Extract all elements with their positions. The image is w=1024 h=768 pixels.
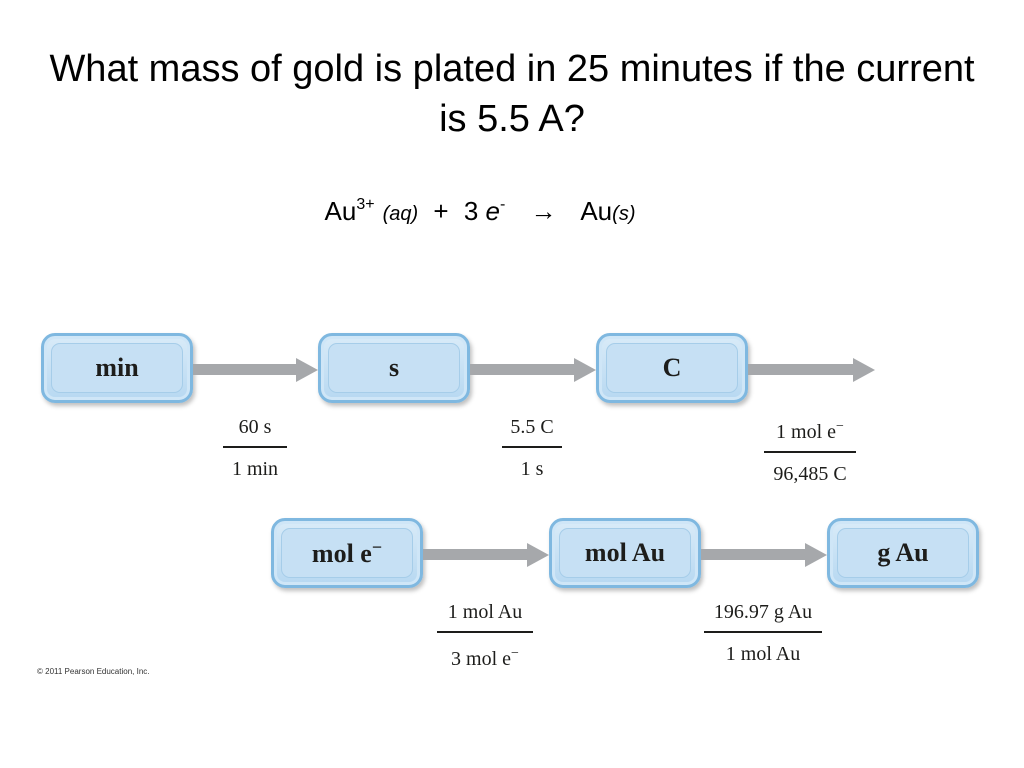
conversion-factor-mol-e-to-mol-au: 1 mol Au 3 mol e− — [410, 599, 560, 672]
flow-box-g-au: g Au — [827, 518, 979, 588]
flow-box-label-sup: − — [371, 537, 383, 557]
conversion-factor-min-to-s: 60 s 1 min — [180, 414, 330, 482]
factor-denominator-sup: − — [511, 645, 519, 661]
factor-denominator: 3 mol e — [451, 647, 512, 670]
flow-box-mol-e: mol e− — [271, 518, 423, 588]
conversion-factor-mol-au-to-g-au: 196.97 g Au 1 mol Au — [688, 599, 838, 667]
factor-denominator: 1 min — [231, 457, 279, 480]
electron-charge: - — [499, 196, 506, 213]
reactant-state: (aq) — [382, 203, 419, 225]
factor-numerator: 1 mol e — [776, 421, 837, 443]
flow-arrow — [193, 358, 318, 382]
plus-sign: + — [433, 196, 449, 226]
flow-arrow — [470, 358, 596, 382]
flow-box-c: C — [596, 333, 748, 403]
factor-denominator: 1 s — [520, 457, 544, 480]
reactant-charge: 3+ — [356, 196, 375, 213]
flow-box-s: s — [318, 333, 470, 403]
conversion-factor-c-to-mol-e: 1 mol e− 96,485 C — [735, 414, 885, 487]
flow-box-label: s — [388, 353, 400, 382]
factor-numerator: 1 mol Au — [447, 601, 523, 623]
flow-box-label: mol e — [311, 539, 372, 568]
electron-coefficient: 3 — [463, 196, 479, 226]
flow-box-label: g Au — [877, 538, 929, 567]
factor-denominator: 96,485 C — [773, 462, 847, 485]
factor-numerator: 5.5 C — [510, 416, 554, 438]
flow-arrow — [748, 358, 875, 382]
half-reaction-equation: Au3+(aq) + 3 e- → Au(s) — [230, 196, 730, 227]
flow-box-label: mol Au — [584, 538, 666, 567]
factor-numerator: 60 s — [238, 416, 272, 438]
factor-denominator: 1 mol Au — [725, 642, 801, 665]
reactant-gold-ion: Au — [324, 196, 357, 226]
flow-arrow — [701, 543, 827, 567]
flow-arrow — [423, 543, 549, 567]
flow-box-label: min — [95, 353, 139, 382]
factor-numerator: 196.97 g Au — [713, 601, 813, 623]
flow-box-mol-au: mol Au — [549, 518, 701, 588]
conversion-factor-s-to-c: 5.5 C 1 s — [457, 414, 607, 482]
factor-numerator-sup: − — [836, 419, 844, 434]
flow-box-label: C — [662, 353, 682, 382]
flow-box-min: min — [41, 333, 193, 403]
electron-symbol: e — [485, 196, 500, 226]
slide-title: What mass of gold is plated in 25 minute… — [49, 48, 975, 140]
product-gold: Au — [580, 196, 613, 226]
reaction-arrow: → — [530, 196, 557, 226]
product-state: (s) — [612, 203, 636, 225]
copyright-notice: © 2011 Pearson Education, Inc. — [37, 667, 150, 676]
